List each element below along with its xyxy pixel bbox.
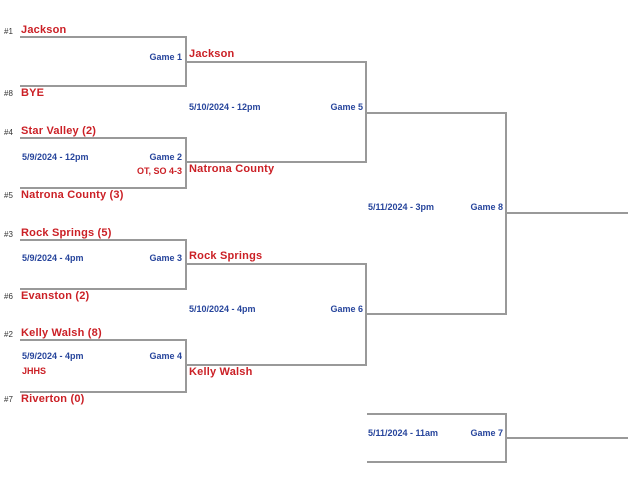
r1-g1-bottom-seed: #8 [4,89,13,98]
game4-venue-note: JHHS [22,366,47,376]
g2-winner-line [185,161,367,163]
r1-g1-top-team: Jackson [21,24,67,36]
r1-g1-bottom-team: BYE [21,87,45,99]
g5-winner-line [365,112,507,114]
game2-winner: Natrona County [189,163,275,175]
g7-winner-line [505,437,628,439]
game3-date: 5/9/2024 - 4pm [22,253,84,263]
r1-g4-top-team: Kelly Walsh (8) [21,327,102,339]
r1-g3-bottom-team: Evanston (2) [21,290,90,302]
game4-label: Game 4 [149,351,182,361]
g1-winner-line [185,61,367,63]
game8-label: Game 8 [470,202,503,212]
game3-label: Game 3 [149,253,182,263]
g8-winner-line [505,212,628,214]
r1-g4-bottom-line [20,391,187,393]
game7-label: Game 7 [470,428,503,438]
g6-winner-line [365,313,507,315]
g7-top-line [367,413,507,415]
r1-g4-bottom-seed: #7 [4,395,13,404]
game2-label: Game 2 [149,152,182,162]
game1-label: Game 1 [149,52,182,62]
game5-label: Game 5 [330,102,363,112]
game4-date: 5/9/2024 - 4pm [22,351,84,361]
r1-g1-top-line [20,36,187,38]
r1-g2-bottom-team: Natrona County (3) [21,189,124,201]
r1-g2-bottom-line [20,187,187,189]
r1-g4-bottom-team: Riverton (0) [21,393,85,405]
g7-bottom-line [367,461,507,463]
r1-g1-bottom-line [20,85,187,87]
game4-winner: Kelly Walsh [189,366,253,378]
g4-winner-line [185,364,367,366]
r1-g4-top-seed: #2 [4,330,13,339]
game1-winner: Jackson [189,48,235,60]
game7-date: 5/11/2024 - 11am [368,428,439,438]
game6-date: 5/10/2024 - 4pm [189,304,256,314]
r1-g2-top-seed: #4 [4,128,13,137]
g3-winner-line [185,263,367,265]
r1-g2-top-line [20,137,187,139]
r1-g3-top-seed: #3 [4,230,13,239]
r1-g3-top-team: Rock Springs (5) [21,227,112,239]
r1-g3-bottom-seed: #6 [4,292,13,301]
game2-result-note: OT, SO 4-3 [136,166,182,176]
game3-winner: Rock Springs [189,250,263,262]
game2-date: 5/9/2024 - 12pm [22,152,89,162]
r1-g4-top-line [20,339,187,341]
game8-date: 5/11/2024 - 3pm [368,202,435,212]
game5-date: 5/10/2024 - 12pm [189,102,261,112]
r1-g3-bottom-line [20,288,187,290]
game6-label: Game 6 [330,304,363,314]
r1-g1-top-seed: #1 [4,27,13,36]
r1-g2-bottom-seed: #5 [4,191,13,200]
r1-g3-top-line [20,239,187,241]
r1-g2-connector [185,137,187,189]
r1-g2-top-team: Star Valley (2) [21,125,97,137]
r1-g4-connector [185,339,187,393]
